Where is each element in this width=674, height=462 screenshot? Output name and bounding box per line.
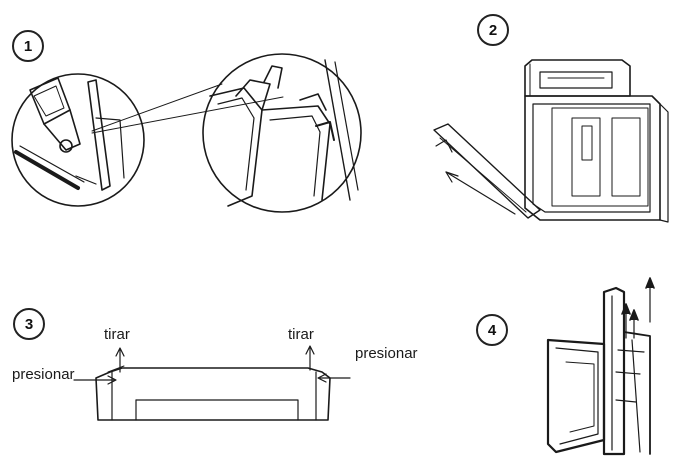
- tirar-label-right: tirar: [288, 326, 314, 343]
- step-4-door-illustration: [546, 277, 655, 456]
- tirar-label-left: tirar: [104, 326, 130, 343]
- step-4-badge: 4: [476, 314, 508, 346]
- step-3-door-illustration: [73, 345, 351, 421]
- step-3-badge: 3: [13, 308, 45, 340]
- presionar-label-right: presionar: [355, 345, 418, 362]
- hinge-zoom-circle-large: [202, 53, 362, 213]
- presionar-label-left: presionar: [12, 366, 75, 383]
- hinge-zoom-circle-small: [11, 73, 145, 207]
- step-1-hinge-illustration: [11, 53, 362, 213]
- step-2-oven-illustration: [433, 59, 669, 223]
- step-1-badge: 1: [12, 30, 44, 62]
- step-2-badge: 2: [477, 14, 509, 46]
